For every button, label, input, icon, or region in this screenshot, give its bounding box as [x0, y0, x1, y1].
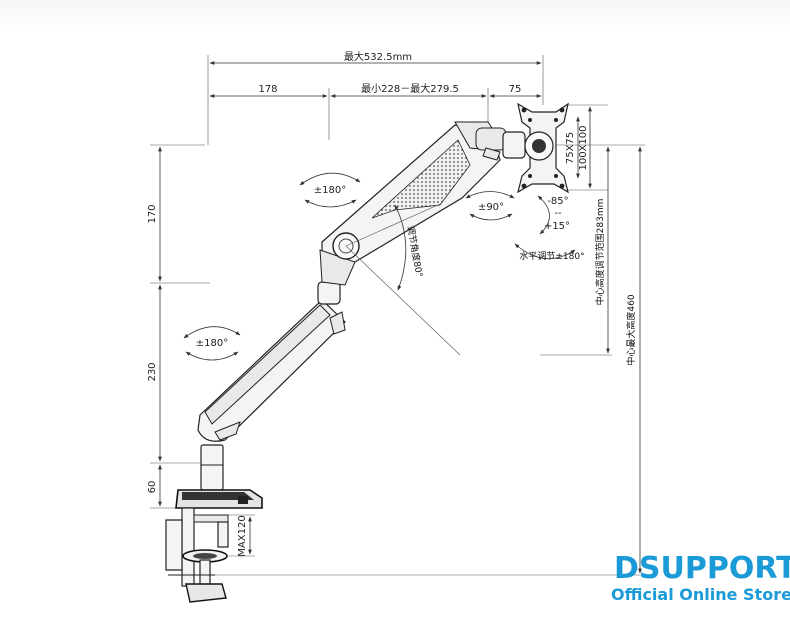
lower-arm: [197, 281, 346, 442]
label-tilt-up: -85°: [547, 196, 568, 207]
angle-guides: [345, 203, 461, 356]
right-dimensions: [215, 104, 645, 576]
dim-base-offset: 178: [258, 84, 277, 95]
brand-subtitle: Official Online Store: [611, 585, 790, 604]
post-and-clamp: [165, 444, 263, 603]
dim-center-max: 中心最大高度460: [625, 294, 637, 365]
label-lower-rotation: ±180°: [196, 338, 228, 349]
dim-arm-range: 最小228－最大279.5: [361, 82, 459, 95]
top-dimensions: [207, 55, 544, 145]
dim-clamp-max: MAX120: [237, 515, 248, 556]
dim-vesa-100: 100X100: [578, 125, 589, 170]
dim-upper-height: 170: [147, 204, 158, 223]
dim-post-height: 60: [147, 481, 158, 494]
upper-arm: [319, 121, 501, 286]
dim-center-range: 中心高度调节范围283mm: [594, 199, 606, 306]
vesa-plate: [517, 102, 569, 194]
dim-max-width: 最大532.5mm: [344, 50, 412, 63]
label-upper-rotation: ±180°: [314, 185, 346, 196]
label-tilt-down: +15°: [544, 221, 570, 232]
brand-name: DSUPPORT: [614, 551, 790, 586]
label-head-rotation: ±90°: [478, 202, 504, 213]
left-dimensions: [150, 144, 210, 509]
label-horizontal: 水平调节±180°: [519, 250, 584, 262]
dim-vesa-75: 75X75: [565, 132, 576, 164]
dim-lower-height: 230: [147, 362, 158, 381]
label-adjust-angle: 调节角度80°: [405, 225, 426, 278]
tilt-joint: [475, 127, 526, 161]
label-tilt-sep: --: [554, 208, 562, 219]
top-band: [0, 0, 790, 30]
dim-plate-offset: 75: [509, 84, 522, 95]
rotation-arrows: [183, 172, 576, 361]
brand-block: DSUPPORT Official Online Store: [611, 551, 790, 605]
